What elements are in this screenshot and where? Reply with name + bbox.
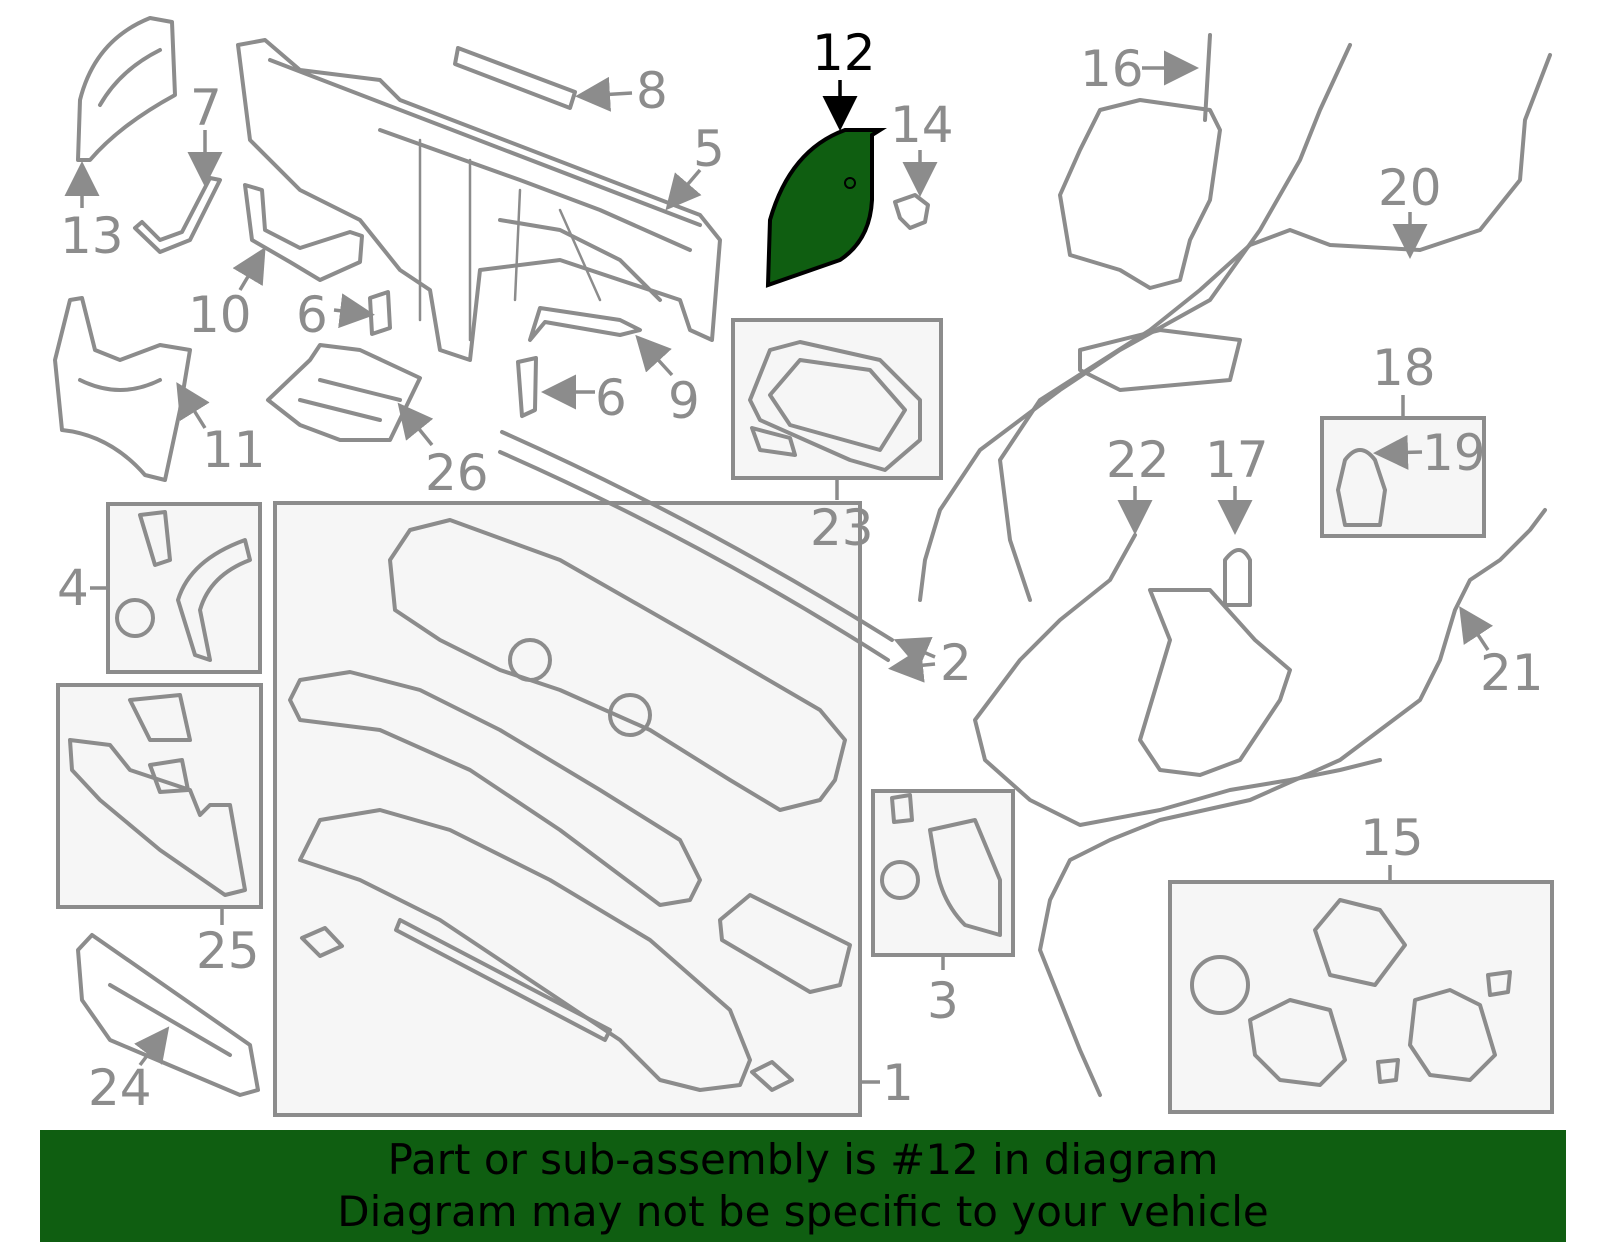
part-1-dash-top [388, 518, 847, 812]
callout-2: 2 [940, 634, 972, 692]
callout-21: 21 [1480, 644, 1544, 702]
callout-25: 25 [196, 922, 260, 980]
part-1-pad-2 [750, 1060, 794, 1092]
leader-6a [333, 293, 375, 329]
part-1-pocket [718, 893, 852, 994]
callout-6a: 6 [296, 286, 328, 344]
callout-9: 9 [668, 372, 700, 430]
part-4-clip [138, 510, 172, 567]
part-14 [893, 193, 930, 230]
part-9 [528, 306, 642, 342]
part-7 [133, 176, 222, 254]
part-1-vent-right [608, 693, 652, 737]
part-15-ring [1190, 955, 1250, 1015]
callout-23: 23 [810, 499, 874, 557]
part-12-highlighted [765, 128, 887, 288]
part-5-detail [418, 138, 602, 342]
part-12-hole [844, 177, 856, 189]
leader-8 [575, 76, 633, 112]
leader-11 [176, 382, 210, 429]
leader-19 [1373, 434, 1423, 470]
part-3-clip [890, 793, 914, 824]
part-22-cable [973, 533, 1382, 827]
part-25-panel [68, 738, 247, 897]
callout-8: 8 [636, 62, 668, 120]
leader-5 [665, 168, 702, 211]
assembly-box-18 [1320, 416, 1486, 538]
callout-7: 7 [190, 79, 222, 137]
callout-5: 5 [693, 120, 725, 178]
part-4-bezel [176, 538, 252, 662]
callout-18: 18 [1372, 339, 1436, 397]
assembly-box-25 [56, 683, 263, 909]
banner-line-2: Diagram may not be specific to your vehi… [337, 1187, 1269, 1236]
leader-24 [134, 1026, 170, 1067]
part-13 [76, 16, 177, 162]
part-20-cable-b [998, 53, 1552, 602]
callout-26: 26 [425, 444, 489, 502]
part-1-strip [394, 918, 612, 1042]
part-1-pad-1 [300, 926, 344, 958]
callout-15: 15 [1360, 809, 1424, 867]
part-16 [1058, 33, 1222, 290]
part-3-bezel [928, 818, 1002, 937]
part-1-dash-mid [288, 670, 702, 907]
part-21-cable [1038, 508, 1547, 1097]
part-5 [236, 38, 722, 362]
callout-4: 4 [57, 559, 89, 617]
part-3-ring [880, 860, 920, 900]
leader-2a [893, 636, 936, 670]
part-19 [1336, 448, 1387, 527]
leader-10 [232, 246, 266, 291]
assembly-box-1 [273, 501, 862, 1117]
callout-12: 12 [812, 24, 876, 82]
part-15-boot-a [1248, 998, 1347, 1087]
leader-2b [888, 647, 936, 683]
part-10 [243, 183, 364, 282]
leader-21 [1459, 606, 1494, 651]
part-20-mount [1078, 328, 1242, 392]
callout-17: 17 [1205, 431, 1269, 489]
part-17 [1138, 548, 1292, 777]
part-11 [53, 296, 192, 482]
callout-20: 20 [1378, 159, 1442, 217]
callout-1: 1 [882, 1054, 914, 1112]
part-23-clip [750, 426, 797, 457]
part-2 [498, 430, 894, 662]
part-4-ring [115, 598, 155, 638]
leader-26 [397, 402, 434, 447]
callout-14: 14 [890, 96, 954, 154]
callout-3: 3 [927, 972, 959, 1030]
assembly-box-15 [1168, 880, 1554, 1114]
callout-6b: 6 [595, 369, 627, 427]
part-1-dash-low [298, 808, 752, 1092]
part-15-screw-b [1486, 970, 1512, 997]
callout-22: 22 [1106, 431, 1170, 489]
callout-24: 24 [88, 1059, 152, 1117]
part-15-cover [1313, 898, 1407, 987]
part-26 [266, 343, 422, 442]
part-6-a [368, 290, 392, 336]
callout-19: 19 [1422, 424, 1486, 482]
leader-9 [635, 334, 674, 377]
callout-10: 10 [188, 286, 252, 344]
callout-11: 11 [202, 421, 266, 479]
part-15-screw-a [1376, 1058, 1400, 1084]
part-25-clip-b [148, 758, 190, 794]
part-6-b [516, 356, 538, 418]
part-25-clip-a [128, 693, 192, 742]
part-8 [453, 46, 577, 110]
part-24 [76, 933, 260, 1097]
callout-13: 13 [60, 207, 124, 265]
part-15-boot-b [1408, 988, 1497, 1082]
part-23-cover [748, 340, 922, 472]
part-1-vent-left [508, 638, 552, 682]
info-banner: Part or sub-assembly is #12 in diagram D… [40, 1130, 1566, 1242]
banner-line-1: Part or sub-assembly is #12 in diagram [387, 1135, 1219, 1184]
callout-16: 16 [1080, 40, 1144, 98]
